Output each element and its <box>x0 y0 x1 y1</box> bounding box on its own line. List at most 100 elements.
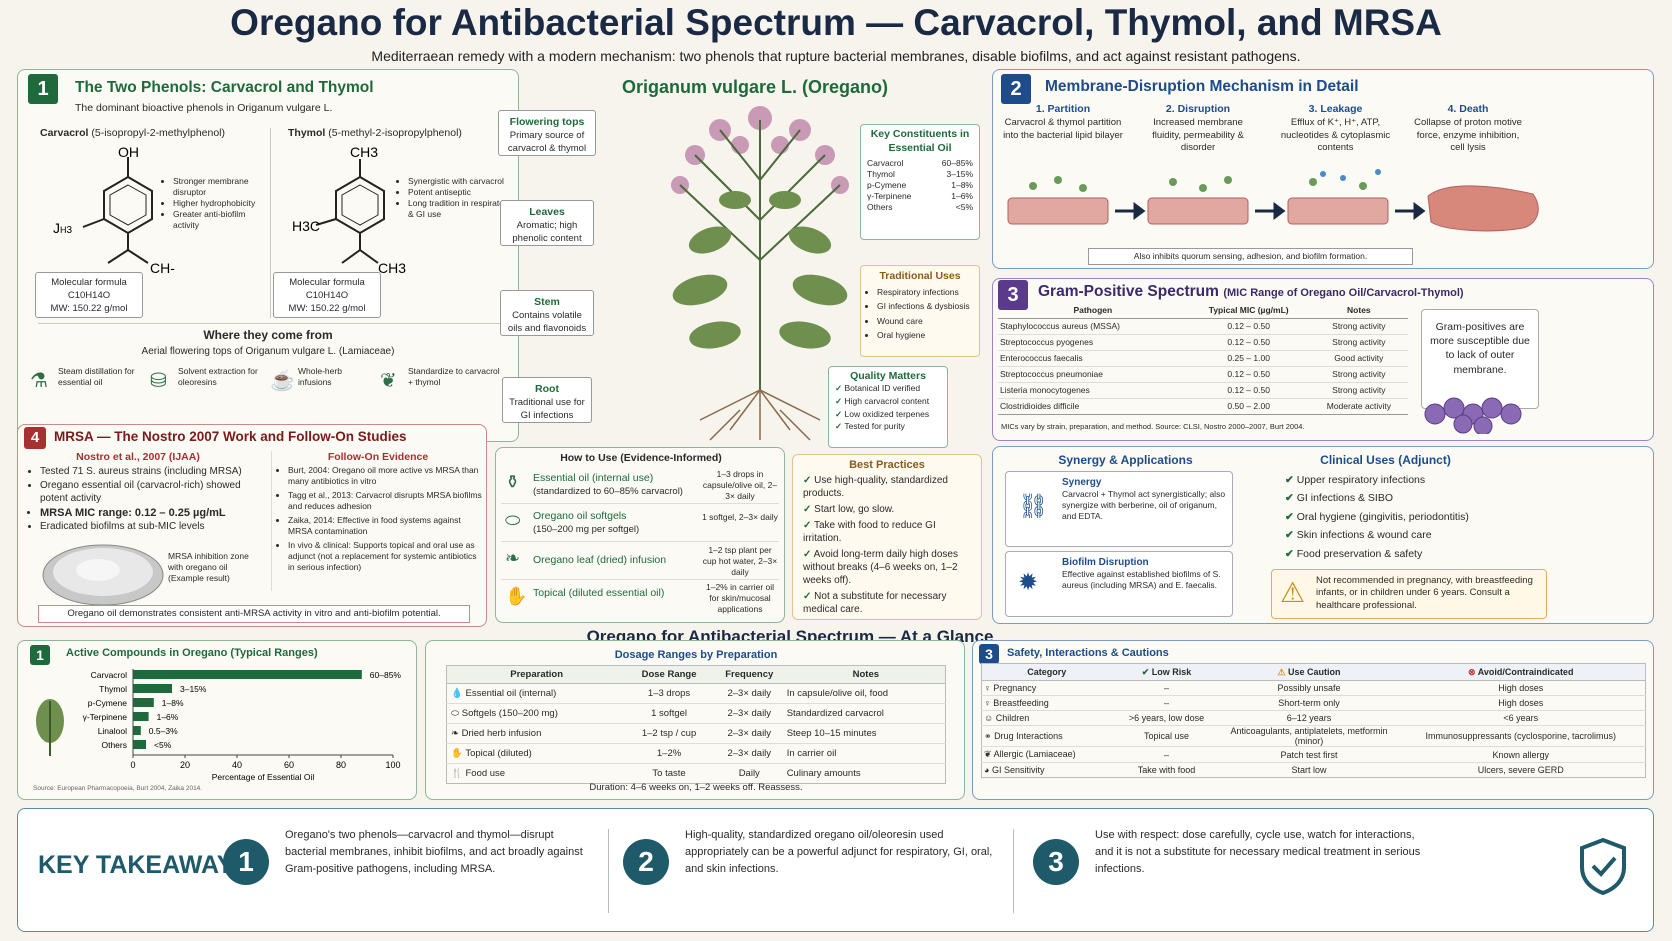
thymol-bullets: Synergistic with carvacrolPotent antisep… <box>398 176 513 220</box>
mrsa-summary: Oregano oil demonstrates consistent anti… <box>38 605 470 624</box>
follow-on-evidence: Burt, 2004: Oregano oil more active vs M… <box>278 465 483 573</box>
pregnancy-warning: ⚠ Not recommended in pregnancy, with bre… <box>1271 569 1547 619</box>
link-icon: ⛓ <box>1018 493 1049 520</box>
data-label: 1–8% <box>162 698 184 708</box>
bar <box>133 712 149 721</box>
dropper-icon: ⚱ <box>505 472 521 492</box>
category-label: Linalool <box>98 726 127 736</box>
section-title: Gram-Positive Spectrum (MIC Range of Ore… <box>1038 283 1464 300</box>
methods-row: ⚗Steam distillation for essential oil ⛁S… <box>30 366 500 392</box>
section-number: 1 <box>28 74 58 104</box>
safety-table: Category ✔ Low Risk ⚠ Use Caution ⊗ Avoi… <box>981 663 1646 778</box>
data-label: 60–85% <box>370 670 402 680</box>
constituent-row: Others<5% <box>867 202 973 213</box>
caution-icon: ⚠ <box>1277 666 1286 677</box>
carvacrol-bullets: Stronger membrane disruptorHigher hydrop… <box>163 176 263 231</box>
tick-label: 20 <box>180 760 190 770</box>
biofilm-icon: ✹ <box>1018 569 1039 596</box>
membrane-diagram <box>1007 169 1539 232</box>
section-subtitle: The dominant bioactive phenols in Origan… <box>75 102 333 114</box>
page-subtitle: Mediterraean remedy with a modern mechan… <box>371 48 1301 64</box>
bar <box>133 684 172 693</box>
bar <box>133 726 141 735</box>
category-label: γ-Terpinene <box>83 712 128 722</box>
takeaway-2: 2 High-quality, standardized oregano oil… <box>623 819 1003 919</box>
quality-box: Quality Matters ✓ Botanical ID verified✓… <box>828 366 948 448</box>
takeaway-3: 3 Use with respect: dose carefully, cycl… <box>1033 819 1453 919</box>
ch3-label-bottom: CH3 <box>378 260 406 276</box>
section-title: Membrane-Disruption Mechanism in Detail <box>1045 78 1359 95</box>
bottle-icon: ♀ <box>984 698 991 708</box>
constituents-box: Key Constituents in Essential Oil Carvac… <box>860 124 980 240</box>
thymol-name: Thymol (5-methyl-2-isopropylphenol) <box>288 127 462 139</box>
stomach-icon: ◕ <box>984 765 990 775</box>
carvacrol-name: Carvacrol (5-isopropyl-2-methylphenol) <box>40 127 226 139</box>
clinical-uses-list: ✔ Upper respiratory infections ✔ GI infe… <box>1285 474 1469 560</box>
bar <box>133 740 146 749</box>
data-label: 1–6% <box>157 712 179 722</box>
warning-icon: ⚠ <box>1280 577 1306 608</box>
dosage-panel: Dosage Ranges by Preparation Preparation… <box>425 640 965 800</box>
tick-label: 60 <box>284 760 294 770</box>
beaker-icon: ⛁ <box>150 370 167 392</box>
ch3-label: CH3 <box>350 145 378 160</box>
section-title: The Two Phenols: Carvacrol and Thymol <box>75 79 374 96</box>
section-title: MRSA — The Nostro 2007 Work and Follow-O… <box>54 429 407 444</box>
oh-label: OH <box>118 145 139 160</box>
category-label: p-Cymene <box>88 698 127 708</box>
how-to-use: How to Use (Evidence-Informed) ⚱ Essenti… <box>495 447 785 623</box>
section-two-phenols: 1 The Two Phenols: Carvacrol and Thymol … <box>17 69 519 442</box>
category-label: Carvacrol <box>91 670 127 680</box>
leaf-icon: ❧ <box>505 548 521 568</box>
chart-title: Active Compounds in Oregano (Typical Ran… <box>66 647 318 659</box>
active-compounds-chart: 1 Active Compounds in Oregano (Typical R… <box>17 640 417 800</box>
nostro-findings: Tested 71 S. aureus strains (including M… <box>30 465 265 534</box>
bar <box>133 670 362 679</box>
tick-label: 0 <box>130 760 135 770</box>
section-mrsa: 4 MRSA — The Nostro 2007 Work and Follow… <box>17 424 487 627</box>
where-subtitle: Aerial flowering tops of Origanum vulgar… <box>141 346 395 357</box>
divider <box>270 128 271 318</box>
tick-label: 100 <box>385 760 400 770</box>
howto-row: ⚱ Essential oil (internal use)(standardi… <box>501 466 779 504</box>
key-takeaways: KEY TAKEAWAYS 1 Oregano's two phenols—ca… <box>17 808 1654 932</box>
takeaway-1: 1 Oregano's two phenols—carvacrol and th… <box>223 819 603 919</box>
section-gram-positive: 3 Gram-Positive Spectrum (MIC Range of O… <box>992 278 1654 441</box>
mechanism-note: Also inhibits quorum sensing, adhesion, … <box>1088 248 1413 266</box>
leaf-icon: ❧ <box>451 728 459 739</box>
utensils-icon: 🍴 <box>451 768 463 779</box>
check-icon: ✔ <box>1141 666 1150 677</box>
section-title: Safety, Interactions & Cautions <box>1007 647 1169 659</box>
safety-panel: 3 Safety, Interactions & Cautions Catego… <box>972 640 1654 800</box>
mic-footnote: MICs vary by strain, preparation, and me… <box>1001 422 1305 431</box>
plant-icon: ❦ <box>984 749 992 759</box>
pregnancy-icon: ♀ <box>984 683 991 693</box>
plant-title: Origanum vulgare L. (Oregano) <box>621 77 889 97</box>
leaf-illustration <box>36 699 64 756</box>
